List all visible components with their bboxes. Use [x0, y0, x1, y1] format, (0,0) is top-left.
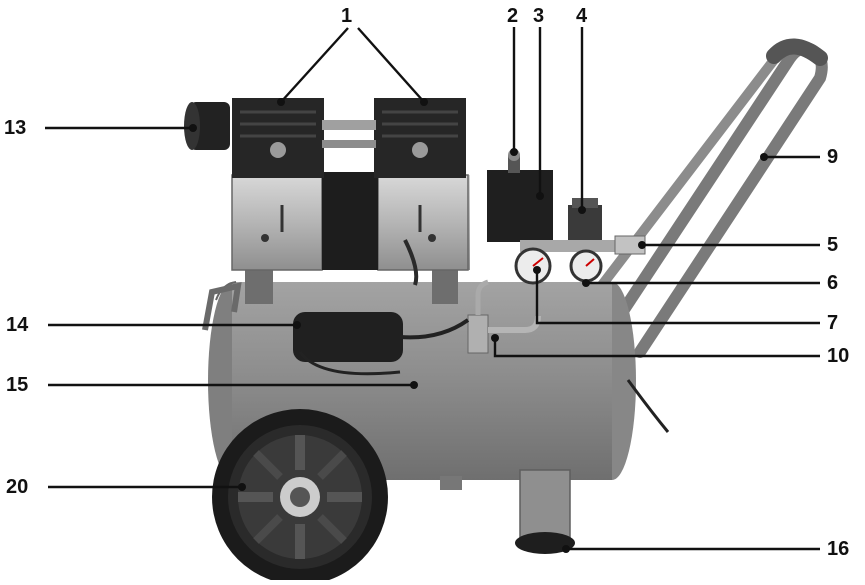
power-cord [626, 379, 670, 433]
wheel [212, 409, 388, 585]
callout-5: 5 [827, 234, 839, 256]
callout-16: 16 [827, 538, 850, 560]
callout-2: 2 [507, 5, 519, 27]
callout-6: 6 [827, 272, 839, 294]
callout-3: 3 [533, 5, 545, 27]
regulator [568, 198, 602, 245]
motor [231, 172, 470, 271]
callout-14: 14 [6, 314, 29, 336]
callout-7: 7 [827, 312, 839, 334]
callout-10: 10 [827, 345, 850, 367]
callout-20: 20 [6, 476, 29, 498]
rubber-foot [515, 532, 575, 554]
motor-cable [403, 239, 419, 286]
pressure-switch [487, 149, 553, 242]
callout-9: 9 [827, 146, 839, 168]
left-bracket [202, 282, 242, 331]
support-leg [519, 469, 571, 541]
callout-1: 1 [341, 5, 353, 27]
callout-13: 13 [4, 117, 27, 139]
cylinder-heads [232, 98, 466, 178]
callout-15: 15 [6, 374, 29, 396]
tank-gauge [514, 247, 552, 285]
callout-4: 4 [576, 5, 588, 27]
manifold [520, 240, 640, 252]
leader-lines [45, 27, 820, 553]
outlet-gauge [569, 249, 603, 283]
capacitor [293, 312, 470, 376]
